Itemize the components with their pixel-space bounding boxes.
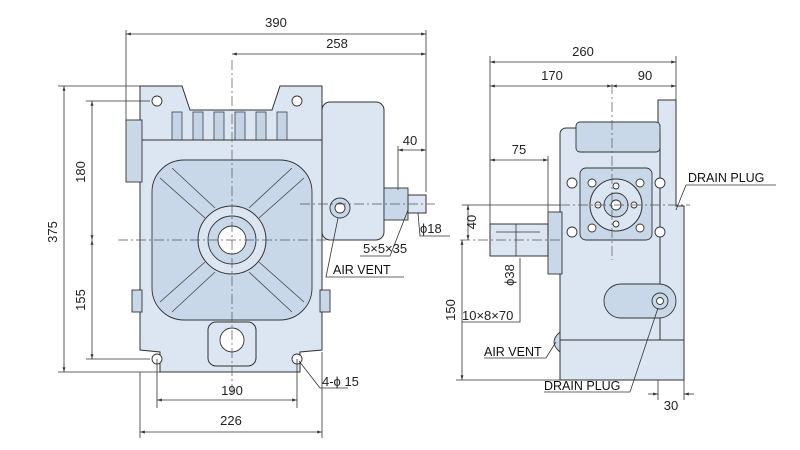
input-flange	[579, 167, 653, 241]
side-view: 260 170 90 75 40 ϕ38 150 10×8×70 30 DRAI…	[443, 44, 776, 413]
drain-plug-label-bottom: DRAIN PLUG	[544, 379, 620, 393]
dim-upper-height: 180	[73, 161, 88, 183]
dim-key: 5×5×35	[363, 241, 407, 256]
dim-bolt-spacing: 190	[221, 383, 243, 398]
air-vent-label-front: AIR VENT	[333, 263, 391, 277]
dim-base-width: 226	[220, 413, 242, 428]
dim-overall-width: 390	[265, 15, 287, 30]
dim-input-offset: 258	[326, 36, 348, 51]
dim-output-key: 10×8×70	[462, 308, 513, 323]
side-foot	[559, 339, 685, 381]
dim-side-overall-width: 260	[572, 44, 594, 59]
dim-shaft-height: 150	[443, 299, 458, 321]
dim-right-offset: 90	[638, 68, 652, 83]
front-view: 390 258 40 375 180 155 190 226 4-ϕ 15	[45, 15, 450, 438]
dim-lower-height: 155	[73, 289, 88, 311]
dim-mount-holes: 4-ϕ 15	[322, 374, 359, 389]
dim-shaft-diameter: ϕ18	[420, 221, 442, 236]
air-vent-side	[553, 331, 561, 353]
drain-plug-label-top: DRAIN PLUG	[688, 171, 764, 185]
input-housing	[321, 101, 385, 241]
dim-flange-offset: 75	[512, 142, 526, 157]
front-left-boss	[125, 119, 143, 183]
dim-foot-thickness: 30	[664, 398, 678, 413]
panel-diagonals	[159, 167, 305, 313]
air-vent-label-side: AIR VENT	[484, 345, 542, 359]
side-flange	[657, 99, 685, 381]
dim-left-offset: 170	[541, 68, 563, 83]
side-bolts	[566, 177, 666, 238]
dim-output-shaft-diameter: ϕ38	[502, 264, 517, 286]
dim-shaft-length: 40	[403, 133, 417, 148]
dim-shaft-center: 40	[464, 215, 479, 229]
dim-total-height: 375	[45, 221, 60, 243]
side-housing	[559, 127, 661, 361]
